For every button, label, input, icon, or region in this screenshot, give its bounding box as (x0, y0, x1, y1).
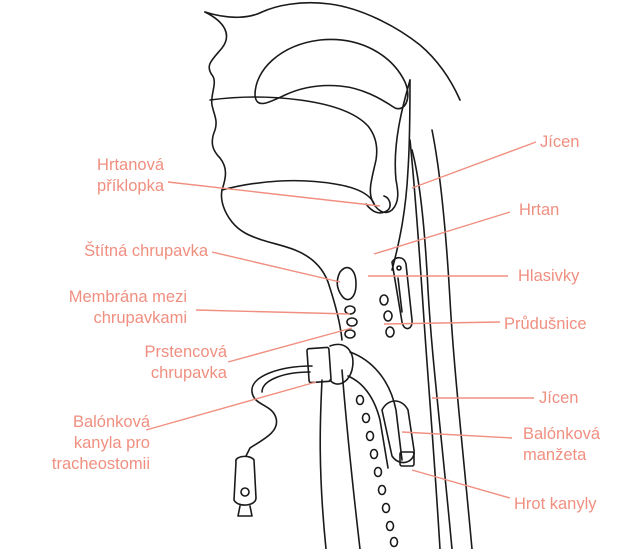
label-cannula-line3: tracheostomii (52, 454, 150, 475)
label-cuff-line2: manžeta (523, 445, 600, 466)
leader-larynx (374, 212, 510, 254)
label-membrane: Membrána mezi chrupavkami (69, 287, 187, 329)
vocal-cord-outer (392, 258, 412, 329)
label-cuff-line1: Balónková (523, 424, 600, 445)
label-epiglottis: Hrtanová příklopka (97, 155, 164, 197)
leader-epiglottis (168, 182, 380, 206)
label-cannula-tip: Hrot kanyly (514, 494, 597, 515)
leader-esophagus-top (412, 142, 536, 188)
label-cannula-line1: Balónková (52, 412, 150, 433)
pilot-tube (246, 366, 312, 456)
leader-tip (412, 470, 510, 498)
cannula-hub (330, 344, 353, 384)
spine-front (410, 140, 440, 549)
label-cricoid-line1: Prstencová (144, 342, 227, 363)
label-cannula-line2: kanyla pro (52, 433, 150, 454)
thyroid-cartilage-shape (337, 268, 356, 300)
tracheal-rings (357, 396, 398, 547)
label-cannula-tip-line1: Hrot kanyly (514, 494, 597, 515)
label-esophagus-bottom-line1: Jícen (539, 388, 578, 409)
leader-thyroid (212, 252, 340, 282)
label-trachea: Průdušnice (504, 314, 587, 335)
neck-front-line (320, 380, 326, 549)
label-cricoid: Prstencová chrupavka (144, 342, 227, 384)
label-larynx: Hrtan (519, 200, 559, 221)
leader-membrane (196, 310, 350, 314)
pilot-balloon (234, 456, 256, 505)
label-epiglottis-line1: Hrtanová (97, 155, 164, 176)
leader-cannula (146, 382, 316, 430)
label-esophagus-top-line1: Jícen (540, 132, 579, 153)
label-cuff: Balónková manžeta (523, 424, 600, 466)
esophagus-front (412, 150, 452, 549)
label-epiglottis-line2: příklopka (97, 176, 164, 197)
label-esophagus-bottom: Jícen (539, 388, 578, 409)
label-thyroid-line1: Štítná chrupavka (84, 241, 208, 262)
cannula-flange (307, 347, 331, 382)
pilot-tube-inner (262, 372, 310, 392)
label-cricoid-line2: chrupavka (144, 363, 227, 384)
label-larynx-line1: Hrtan (519, 200, 559, 221)
label-membrane-line2: chrupavkami (69, 308, 187, 329)
face-outline (205, 12, 328, 282)
label-thyroid-cartilage: Štítná chrupavka (84, 241, 208, 262)
label-esophagus-top: Jícen (540, 132, 579, 153)
label-cannula: Balónková kanyla pro tracheostomii (52, 412, 150, 475)
label-vocal-cords-line1: Hlasivky (518, 266, 579, 287)
leader-cuff (402, 432, 512, 438)
label-membrane-line1: Membrána mezi (69, 287, 187, 308)
label-vocal-cords: Hlasivky (518, 266, 579, 287)
label-trachea-line1: Průdušnice (504, 314, 587, 335)
